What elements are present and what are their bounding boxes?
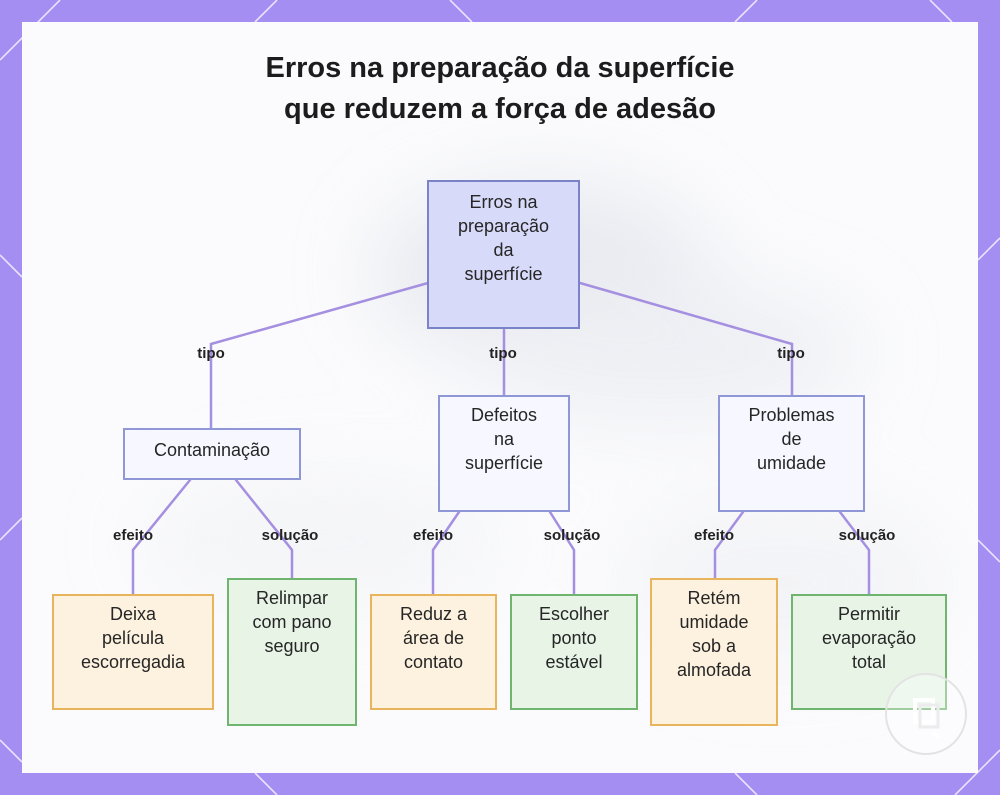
node-solucao-3-line: evaporação [822,626,916,650]
node-umidade-line: de [748,427,834,451]
edge-label-tipo-2: tipo [489,345,517,362]
node-efeito-2-line: área de [400,626,467,650]
node-solucao-3-line: total [822,650,916,674]
node-solucao-2-line: Escolher [539,602,609,626]
edge-label-efeito-2: efeito [413,527,453,544]
node-efeito-3-line: sob a [677,634,751,658]
node-solucao-3-line: Permitir [822,602,916,626]
edge-defeitos-efeito [433,512,459,594]
edge-root-contaminacao [211,283,428,428]
edge-label-efeito-1: efeito [113,527,153,544]
node-efeito-3-line: umidade [677,610,751,634]
edge-umidade-solucao [840,512,869,594]
node-efeito-3: Retém umidade sob a almofada [650,578,778,726]
node-efeito-3-line: Retém [677,586,751,610]
node-efeito-3-line: almofada [677,658,751,682]
node-defeitos-line: na [465,427,543,451]
node-efeito-1-line: Deixa [81,602,185,626]
node-umidade: Problemas de umidade [718,395,865,512]
node-solucao-1: Relimpar com pano seguro [227,578,357,726]
node-contaminacao-line: Contaminação [154,438,270,462]
node-solucao-1-line: Relimpar [252,586,331,610]
node-root-line: da [458,238,549,262]
node-solucao-2-line: estável [539,650,609,674]
edge-label-tipo-1: tipo [197,345,225,362]
node-efeito-1-line: escorregadia [81,650,185,674]
node-solucao-1-line: com pano [252,610,331,634]
edge-root-umidade [580,283,792,395]
node-efeito-1: Deixa película escorregadia [52,594,214,710]
node-root-line: Erros na [458,190,549,214]
watermark-badge-icon [884,672,968,756]
edge-label-tipo-3: tipo [777,345,805,362]
node-defeitos-line: superfície [465,451,543,475]
edge-label-efeito-3: efeito [694,527,734,544]
edge-label-solucao-2: solução [544,527,601,544]
node-efeito-1-line: película [81,626,185,650]
node-solucao-1-line: seguro [252,634,331,658]
node-solucao-2: Escolher ponto estável [510,594,638,710]
node-root-line: preparação [458,214,549,238]
edge-defeitos-solucao [550,512,574,594]
edge-label-solucao-3: solução [839,527,896,544]
node-contaminacao: Contaminação [123,428,301,480]
node-efeito-2-line: contato [400,650,467,674]
node-efeito-2-line: Reduz a [400,602,467,626]
node-umidade-line: Problemas [748,403,834,427]
edge-umidade-efeito [715,512,743,578]
node-efeito-2: Reduz a área de contato [370,594,497,710]
node-solucao-2-line: ponto [539,626,609,650]
node-umidade-line: umidade [748,451,834,475]
node-root-line: superfície [458,262,549,286]
node-root: Erros na preparação da superfície [427,180,580,329]
edge-label-solucao-1: solução [262,527,319,544]
node-defeitos: Defeitos na superfície [438,395,570,512]
node-defeitos-line: Defeitos [465,403,543,427]
